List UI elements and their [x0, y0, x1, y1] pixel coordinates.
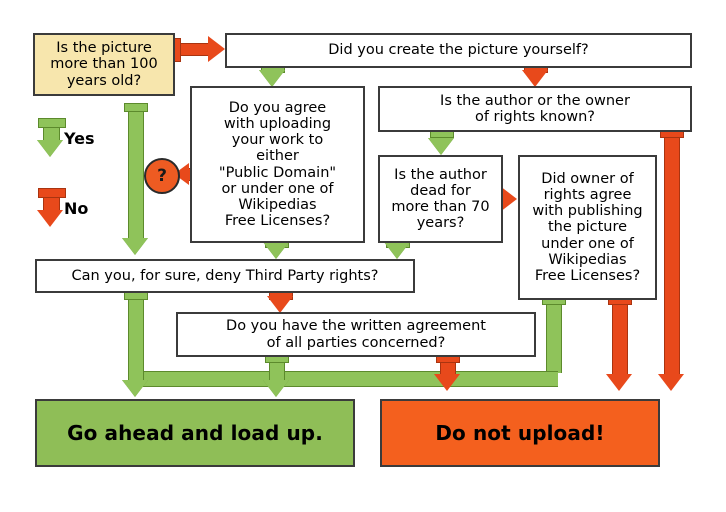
edge-authorknown-to-authordead-arrowhead — [428, 138, 454, 155]
edge-thirdparty-to-go-arrowhead — [122, 380, 148, 397]
edge-thirdparty-to-written-arrowhead — [267, 296, 293, 313]
node-written-agreement[interactable]: Do you have the written agreement of all… — [176, 312, 536, 357]
edge-owneragree-to-go-down — [546, 298, 562, 373]
edge-start-to-created-line — [175, 43, 211, 56]
edge-start-to-thirdparty-arrowhead — [122, 238, 148, 255]
edge-written-to-stop-arrowhead — [434, 374, 460, 391]
edge-authorknown-to-stop-arrowhead — [658, 374, 684, 391]
question-mark-icon[interactable]: ? — [144, 158, 180, 194]
edge-written-to-go-arrowhead — [263, 380, 289, 397]
legend-yes-arrow-icon — [37, 140, 63, 157]
node-author-dead[interactable]: Is the author dead for more than 70 year… — [378, 155, 503, 243]
edge-agree-to-thirdparty-arrowhead — [263, 242, 289, 259]
node-do-not-upload[interactable]: Do not upload! — [380, 399, 660, 467]
edge-created-to-authorknown-arrowhead — [522, 70, 548, 87]
edge-owneragree-to-stop-line — [612, 298, 628, 375]
node-owner-agree[interactable]: Did owner of rights agree with publishin… — [518, 155, 657, 300]
edge-authordead-to-owneragree-arrowhead — [500, 186, 517, 212]
edge-start-to-thirdparty-line — [128, 106, 144, 239]
legend-yes-label: Yes — [64, 129, 95, 148]
legend-no-label: No — [64, 199, 89, 218]
legend-no-arrow-icon — [37, 210, 63, 227]
node-third-party[interactable]: Can you, for sure, deny Third Party righ… — [35, 259, 415, 293]
node-agree-upload[interactable]: Do you agree with uploading your work to… — [190, 86, 365, 243]
edge-authorknown-to-stop-line — [664, 132, 680, 375]
edge-authordead-to-thirdparty-arrowhead — [384, 242, 410, 259]
node-author-known[interactable]: Is the author or the owner of rights kno… — [378, 86, 692, 132]
node-start[interactable]: Is the picture more than 100 years old? — [33, 33, 175, 96]
edge-thirdparty-to-go-line — [128, 294, 144, 382]
edge-owneragree-to-go-across — [133, 371, 558, 387]
edge-created-to-agree-arrowhead — [259, 70, 285, 87]
edge-written-to-go-line — [269, 357, 285, 382]
node-created-yourself[interactable]: Did you create the picture yourself? — [225, 33, 692, 68]
edge-start-to-created-arrowhead — [208, 36, 225, 62]
legend-no-cap — [38, 188, 66, 198]
legend-yes-cap — [38, 118, 66, 128]
node-go-ahead[interactable]: Go ahead and load up. — [35, 399, 355, 467]
edge-owneragree-to-stop-arrowhead — [606, 374, 632, 391]
edge-start-to-thirdparty-cap — [124, 103, 148, 112]
